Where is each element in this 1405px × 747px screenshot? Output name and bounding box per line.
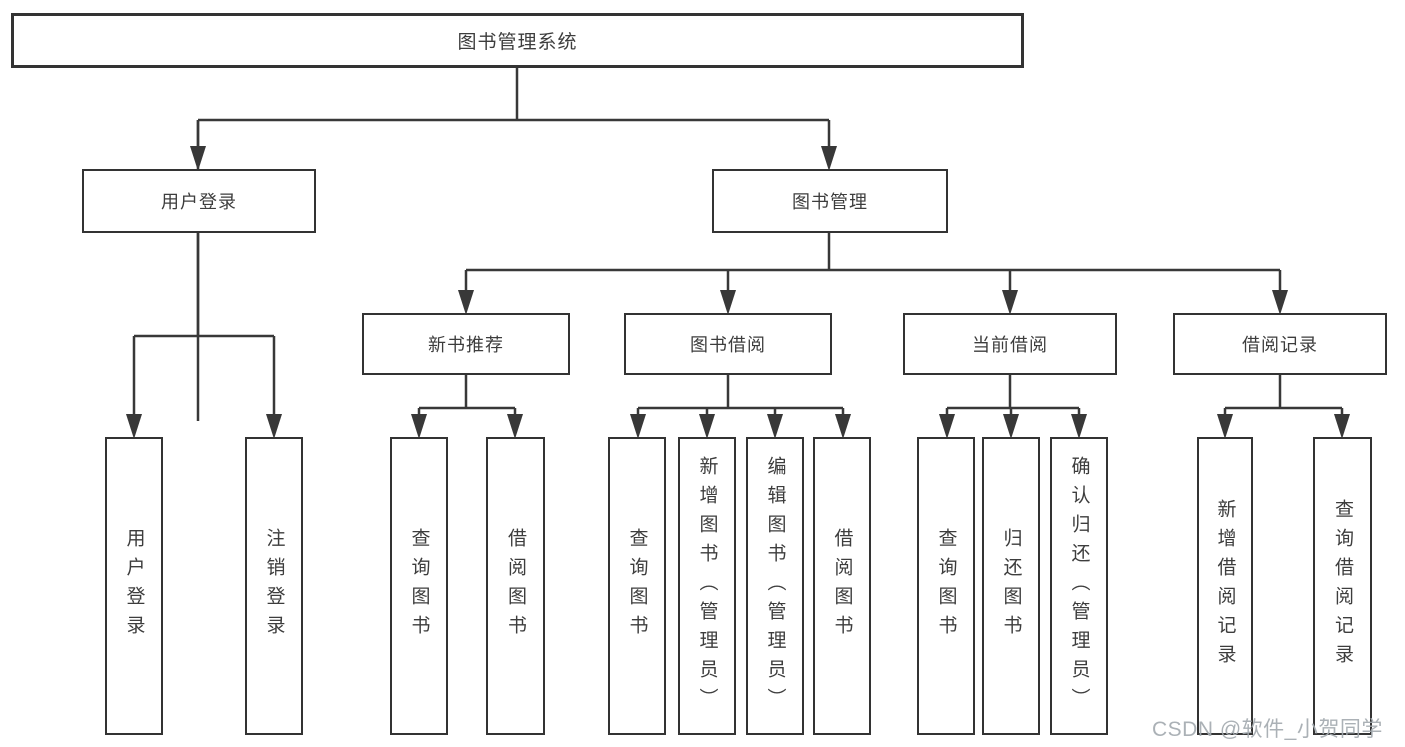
node-add-borrow-record: 新增借阅记录 <box>1197 437 1253 735</box>
node-logout: 注销登录 <box>245 437 303 735</box>
node-confirm-return-admin: 确认归还（管理员） <box>1050 437 1108 735</box>
node-label: 查询图书 <box>935 528 957 644</box>
node-label: 图书管理 <box>792 192 868 212</box>
node-query-borrow-record: 查询借阅记录 <box>1313 437 1372 735</box>
connector-borrowing-records-to-leaves <box>1217 375 1350 439</box>
csdn-watermark: CSDN @软件_小贺同学 <box>1152 718 1383 741</box>
node-label: 注销登录 <box>263 528 285 644</box>
node-label: 归还图书 <box>1000 528 1022 644</box>
node-book-borrowing: 图书借阅 <box>624 313 832 375</box>
node-label: 编辑图书（管理员） <box>764 455 786 717</box>
node-label: 查询借阅记录 <box>1332 499 1353 673</box>
node-borrow-books-leaf: 借阅图书 <box>813 437 871 735</box>
node-label: 新增借阅记录 <box>1214 499 1236 673</box>
connector-current-borrowing-to-leaves <box>939 375 1087 439</box>
connector-book-borrowing-to-leaves <box>630 375 851 439</box>
node-library-management-system: 图书管理系统 <box>11 13 1024 68</box>
node-label: 确认归还（管理员） <box>1068 455 1090 717</box>
node-borrowing-records: 借阅记录 <box>1173 313 1387 375</box>
connector-new-book-to-leaves <box>411 375 523 439</box>
node-user-login: 用户登录 <box>82 169 316 233</box>
node-borrow-books-recommend: 借阅图书 <box>486 437 545 735</box>
connector-book-management-to-level3 <box>458 233 1288 315</box>
node-label: 图书管理系统 <box>457 32 578 53</box>
node-label: 查询图书 <box>626 528 648 644</box>
node-label: 借阅图书 <box>505 528 526 644</box>
node-add-book-admin: 新增图书（管理员） <box>678 437 736 735</box>
node-label: 借阅记录 <box>1242 335 1318 355</box>
node-label: 查询图书 <box>408 528 430 644</box>
node-label: 新书推荐 <box>428 335 504 355</box>
connector-root-to-level2 <box>190 68 837 421</box>
node-book-management: 图书管理 <box>712 169 948 233</box>
node-label: 用户登录 <box>123 528 145 644</box>
node-label: 借阅图书 <box>831 528 853 644</box>
node-query-books-current: 查询图书 <box>917 437 975 735</box>
connector-user-login-to-leaves <box>126 233 282 439</box>
node-label: 当前借阅 <box>972 335 1048 355</box>
node-query-books-borrowing: 查询图书 <box>608 437 666 735</box>
node-current-borrowing: 当前借阅 <box>903 313 1117 375</box>
node-user-login-leaf: 用户登录 <box>105 437 163 735</box>
node-new-book-recommend: 新书推荐 <box>362 313 570 375</box>
node-return-books: 归还图书 <box>982 437 1040 735</box>
node-label: 用户登录 <box>161 192 237 212</box>
node-label: 新增图书（管理员） <box>696 455 718 717</box>
node-label: 图书借阅 <box>690 335 766 355</box>
node-query-books-recommend: 查询图书 <box>390 437 448 735</box>
node-edit-book-admin: 编辑图书（管理员） <box>746 437 804 735</box>
